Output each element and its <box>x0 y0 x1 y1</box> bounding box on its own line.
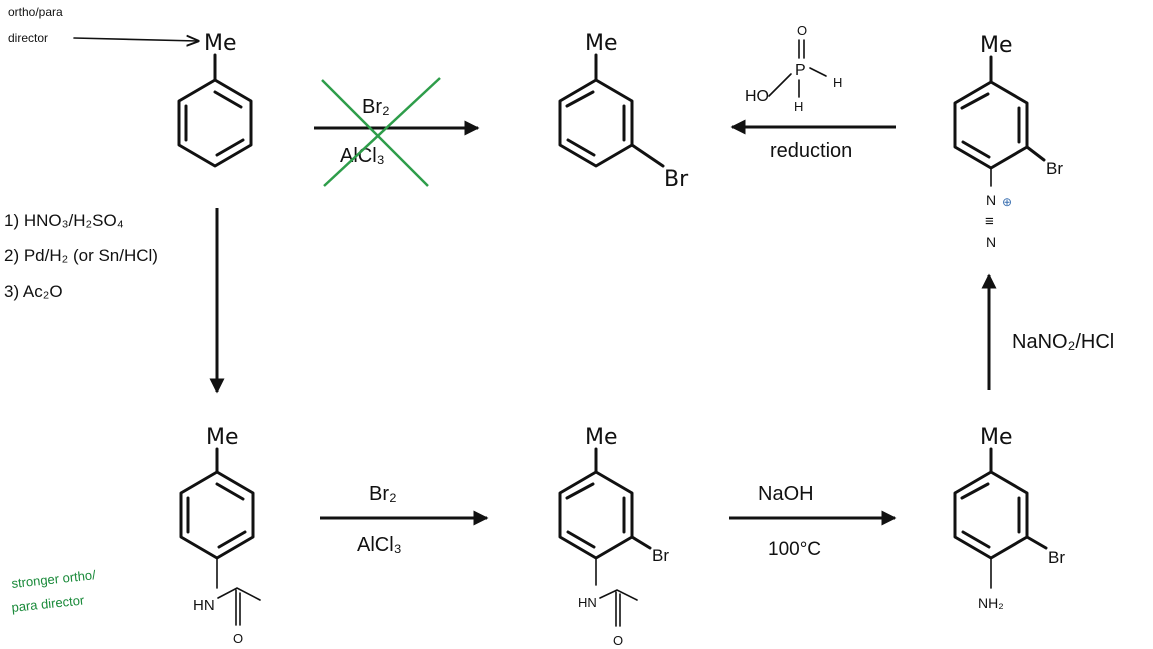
benzene-ring <box>177 78 253 168</box>
aryl-diazonium: Me Br N ⊕ ≡ N <box>953 33 1063 250</box>
br-bond <box>630 143 665 168</box>
green-note-line-1: stronger ortho/ <box>11 567 97 591</box>
reagent-nano2-hcl: NaNO₂/HCl <box>1012 331 1114 353</box>
diazo-n-bottom: N <box>986 234 996 250</box>
hydrolysis-step: NaOH 100°C <box>729 483 897 560</box>
bromination-step: Br₂ AlCl₃ <box>320 483 489 556</box>
step-2: 2) Pd/H₂ (or Sn/HCl) <box>4 246 158 265</box>
ring-double-bonds <box>960 482 1021 549</box>
ortho-para-director-note: ortho/para director <box>8 5 198 45</box>
reagent-br2: Br₂ <box>369 483 397 505</box>
ring-double-bonds <box>565 482 626 549</box>
diazotization-step: NaNO₂/HCl <box>981 273 1114 390</box>
br-bond <box>630 535 652 550</box>
reduction-label: reduction <box>770 140 852 162</box>
reagent-alcl3: AlCl₃ <box>357 534 402 556</box>
m-bromotoluene: Me Br <box>558 31 689 192</box>
amide-n-label: HN <box>193 597 215 614</box>
bromo-toluidine: Me Br NH₂ <box>953 425 1065 611</box>
benzene-ring <box>953 80 1029 170</box>
reagent-br2: Br₂ <box>362 96 390 118</box>
positive-charge-icon: ⊕ <box>1002 195 1012 209</box>
benzene-ring <box>558 470 634 560</box>
h-bottom-label: H <box>794 99 803 114</box>
br-bond <box>1025 535 1048 550</box>
benzene-ring <box>953 470 1029 560</box>
phosphorus-label: P <box>795 62 806 79</box>
methyl-label: Me <box>585 425 618 450</box>
temperature-label: 100°C <box>768 539 821 560</box>
reduction-step: reduction <box>730 119 896 162</box>
methyl-label: Me <box>980 33 1013 58</box>
bromo-label: Br <box>652 546 669 565</box>
ring-double-bonds <box>565 90 626 157</box>
benzene-ring <box>558 78 634 168</box>
diazo-n-top: N <box>986 192 996 208</box>
p-oh-bond <box>768 73 792 97</box>
methyl-label: Me <box>204 31 237 56</box>
carbonyl-o-label: O <box>613 633 623 648</box>
carbonyl-o-label: O <box>233 631 243 646</box>
amide-n-label: HN <box>578 595 597 610</box>
h-right-label: H <box>833 75 842 90</box>
note-line-2: director <box>8 31 48 45</box>
stronger-director-note: stronger ortho/ para director <box>11 567 97 615</box>
acetyl-chain <box>217 587 261 601</box>
green-note-line-2: para director <box>11 592 86 615</box>
crossed-bromination: Br₂ AlCl₃ <box>314 77 480 187</box>
acetyl-chain <box>599 589 638 601</box>
oxygen-label: O <box>797 23 807 38</box>
note-arrow <box>73 38 198 41</box>
bromo-acetanilide: Me Br HN O <box>558 425 669 648</box>
step-1: 1) HNO₃/H₂SO₄ <box>4 211 124 230</box>
br-bond <box>1025 145 1046 162</box>
ring-double-bonds <box>184 90 245 157</box>
bromo-label: Br <box>1046 159 1063 178</box>
hypophosphorous-acid: O P HO H H <box>745 23 842 114</box>
note-line-1: ortho/para <box>8 5 63 19</box>
reagent-naoh: NaOH <box>758 483 814 505</box>
step-3: 3) Ac₂O <box>4 282 63 301</box>
cross-mark-b <box>323 77 441 187</box>
methyl-label: Me <box>980 425 1013 450</box>
cross-mark-a <box>321 79 429 187</box>
triple-bond: ≡ <box>985 213 994 230</box>
p-methylacetanilide: Me HN O <box>179 425 261 646</box>
bromo-label: Br <box>1048 548 1065 567</box>
nitration-reduction-acetylation: 1) HNO₃/H₂SO₄ 2) Pd/H₂ (or Sn/HCl) 3) Ac… <box>4 208 225 394</box>
methyl-label: Me <box>206 425 239 450</box>
methyl-label: Me <box>585 31 618 56</box>
ring-double-bonds <box>960 92 1021 159</box>
ring-double-bonds <box>186 482 247 549</box>
hydroxyl-label: HO <box>745 88 769 105</box>
p-h-right-bond <box>809 67 827 77</box>
toluene: Me <box>177 31 253 168</box>
bromo-label: Br <box>664 167 689 192</box>
amine-label: NH₂ <box>978 595 1004 611</box>
